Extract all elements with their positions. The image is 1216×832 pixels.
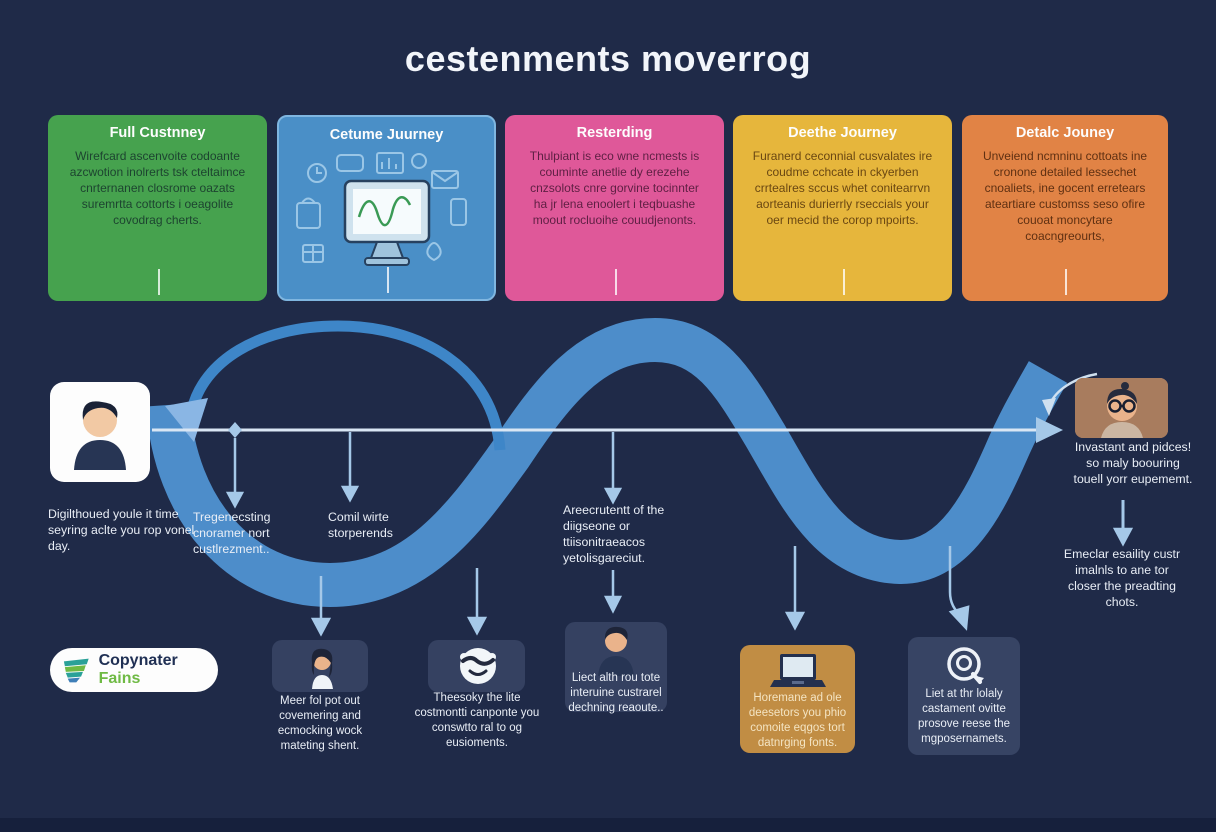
stage-card-title: Resterding bbox=[576, 125, 653, 141]
magnifier-person-icon bbox=[947, 647, 984, 684]
photo-arrowhead-icon bbox=[1042, 398, 1056, 416]
doodle-envelope-icon bbox=[431, 170, 459, 189]
doodle-clock-hands-icon bbox=[316, 167, 322, 174]
woman-avatar-icon bbox=[311, 648, 333, 689]
bottom-connector-arrows bbox=[310, 500, 1134, 637]
stage-card-body: Unveiend ncmninu cottoats ine cronone de… bbox=[982, 149, 1148, 243]
monitor-illustration-icon bbox=[296, 152, 467, 266]
smiley-blob-icon bbox=[460, 648, 496, 684]
shield-stripes-icon bbox=[63, 658, 89, 683]
bottom-caption-3: Liect alth rou tote interuine custrarel … bbox=[568, 672, 664, 714]
timeline-right-bottom-caption: Emeclar esaility custr imalnls to ane to… bbox=[1063, 547, 1181, 609]
bottom-caption-2: Theesoky the lite costmontti canponte yo… bbox=[414, 692, 540, 749]
doodle-circle-icon bbox=[411, 153, 427, 169]
stage-card-title: Full Custnney bbox=[109, 125, 206, 141]
card-tick-mark bbox=[386, 267, 389, 293]
stage-card-yellow: Deethe Journey Furanerd ceconnial cusval… bbox=[733, 115, 952, 301]
bottom-caption-4: Horemane ad ole deesetors you phio comoi… bbox=[748, 692, 847, 749]
card-tick-mark bbox=[614, 269, 617, 295]
timeline-tick-arrows bbox=[225, 432, 623, 509]
stage-card-orange: Detalc Jouney Unveiend ncmninu cottoats … bbox=[962, 115, 1168, 301]
bottom-caption-1: Meer fol pot out covemering and ecmockin… bbox=[277, 695, 363, 752]
page-title: cestenments moverrog bbox=[404, 38, 812, 79]
timeline-label-2: Comil wirte storperends bbox=[328, 510, 393, 540]
doodle-heart-icon bbox=[426, 242, 442, 262]
stage-card-pink: Resterding Thulpiant is eco wne ncmests … bbox=[505, 115, 724, 301]
person-icon bbox=[74, 401, 126, 470]
doodle-clock-icon bbox=[307, 163, 327, 183]
person-avatar-icon bbox=[598, 626, 634, 676]
stage-card-title: Deethe Journey bbox=[788, 125, 897, 141]
doodle-bag-icon bbox=[296, 202, 321, 229]
laptop-icon bbox=[770, 654, 826, 687]
doodle-bubble-icon bbox=[336, 154, 364, 172]
stage-card-blue: Cetume Juurney bbox=[277, 115, 496, 301]
logo-suffix: Fains bbox=[98, 670, 141, 687]
loop-arrow bbox=[186, 320, 506, 451]
stage-card-body: Wirefcard ascenvoite codoante azcwotion … bbox=[69, 149, 246, 227]
customer-photo bbox=[1075, 378, 1168, 438]
timeline-label-1: Tregenecsting cnoramer nort custlrezment… bbox=[193, 510, 271, 556]
card-tick-mark bbox=[1065, 269, 1067, 295]
bottom-caption-5: Liet at thr lolaly castament ovitte pros… bbox=[917, 688, 1011, 745]
stage-card-body: Furanerd ceconnial cusvalates ire coudme… bbox=[752, 149, 933, 227]
card-tick-mark bbox=[842, 269, 845, 295]
stage-card-title: Detalc Jouney bbox=[1015, 125, 1115, 141]
timeline-arrowhead-icon bbox=[1036, 417, 1063, 443]
timeline-diamond-tick bbox=[228, 422, 242, 438]
customer-avatar bbox=[50, 382, 150, 482]
timeline-right-top-caption: Invastant and pidces! so maly boouring t… bbox=[1073, 440, 1193, 486]
timeline-left-caption: Digilthoued youle it time seyring aclte … bbox=[48, 507, 195, 553]
screen-chart-line bbox=[357, 196, 412, 227]
stage-card-body: Thulpiant is eco wne ncmests is couminte… bbox=[529, 149, 700, 227]
journey-flow-graphic bbox=[146, 317, 1134, 637]
doodle-chart-icon bbox=[376, 152, 404, 174]
card-tick-mark bbox=[157, 269, 160, 295]
stage-card-title: Cetume Juurney bbox=[329, 127, 444, 143]
doodle-phone-icon bbox=[450, 198, 467, 226]
journey-ribbon bbox=[146, 317, 1068, 608]
timeline-label-3: Areecrutentt of the diigseone or ttiison… bbox=[563, 503, 665, 565]
footer-strip bbox=[0, 818, 1216, 832]
customer-face-icon bbox=[1075, 378, 1168, 438]
brand-logo: Copynater Fains bbox=[50, 648, 218, 692]
monitor-icon bbox=[343, 179, 431, 266]
stage-card-green: Full Custnney Wirefcard ascenvoite codoa… bbox=[48, 115, 267, 301]
logo-name: Copynater bbox=[98, 652, 178, 669]
